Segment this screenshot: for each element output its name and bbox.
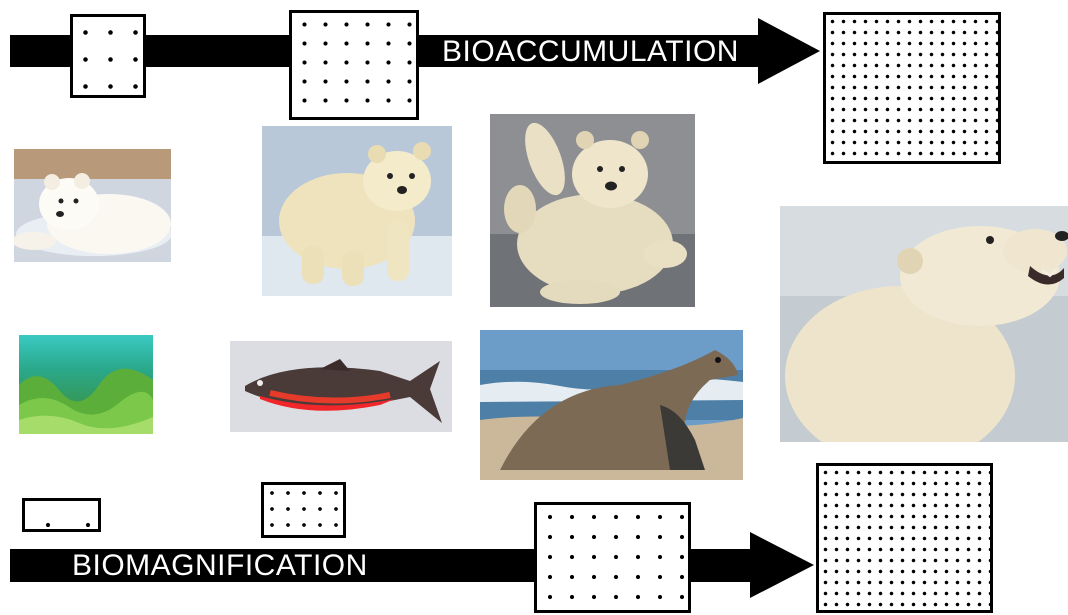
magnification-box-2 (261, 482, 346, 538)
seal-image (480, 330, 743, 480)
polar-bear-cub-waving-image (490, 114, 695, 307)
polar-bear-cub-lying-image (14, 149, 171, 262)
seagrass-image (19, 335, 153, 434)
bioaccumulation-label: BIOACCUMULATION (442, 35, 739, 68)
polar-bear-cub-walking-image (262, 126, 452, 296)
magnification-box-3 (534, 502, 691, 613)
bioaccumulation-arrow-head (758, 18, 820, 84)
biomagnification-label: BIOMAGNIFICATION (72, 549, 368, 582)
magnification-box-4 (816, 463, 993, 613)
magnification-box-1 (22, 498, 101, 532)
concentration-box-medium (289, 10, 419, 120)
arctic-char-fish-image (230, 341, 452, 432)
concentration-box-low (70, 14, 146, 98)
adult-polar-bear-image (780, 206, 1068, 442)
concentration-box-high (823, 12, 1001, 164)
biomagnification-arrow-head (750, 532, 814, 598)
